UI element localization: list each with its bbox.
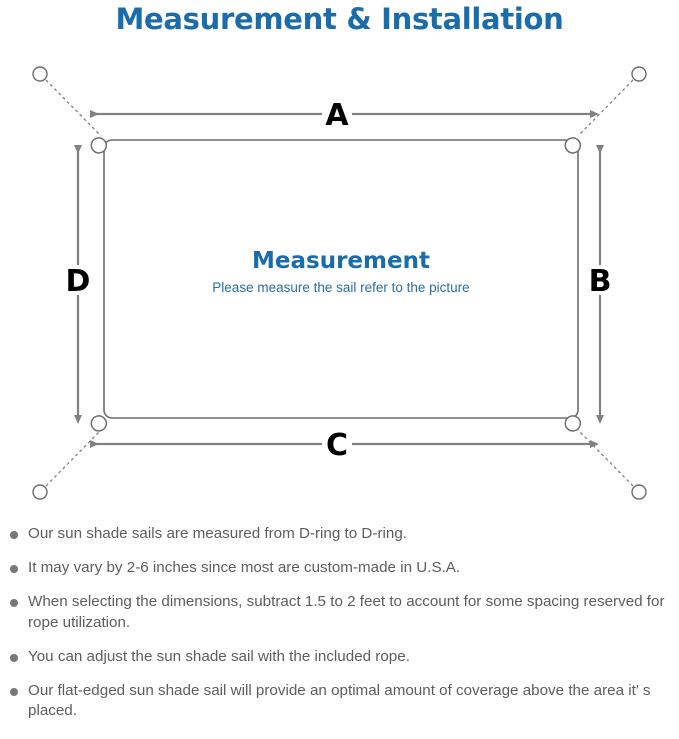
list-item: Our flat-edged sun shade sail will provi…: [0, 681, 679, 721]
shade-sail-body: [103, 139, 579, 419]
anchor-point-top-left: [32, 66, 48, 82]
anchor-points: [32, 66, 647, 500]
dimension-a-label: A: [325, 98, 349, 133]
bullet-icon: [10, 653, 18, 662]
anchor-point-bottom-right: [631, 484, 647, 500]
d-ring-top-right: [564, 137, 581, 154]
bullet-icon: [10, 599, 18, 608]
note-text: Our sun shade sails are measured from D-…: [28, 525, 407, 542]
note-text: It may vary by 2-6 inches since most are…: [28, 559, 461, 577]
dimension-b: B: [589, 145, 612, 424]
list-item: You can adjust the sun shade sail with t…: [0, 647, 679, 667]
dimension-c-label: C: [326, 428, 348, 463]
d-ring-top-left: [90, 137, 107, 154]
sail-measurement-diagram: A C D B Measurement Please me: [0, 52, 679, 514]
note-text: When selecting the dimensions, subtract …: [28, 593, 665, 631]
anchor-point-top-right: [631, 66, 647, 82]
bullet-icon: [10, 565, 18, 574]
dimension-c: C: [90, 428, 599, 463]
diagram-center-subtext: Please measure the sail refer to the pic…: [212, 280, 469, 295]
tether-line-bottom-right: [577, 429, 634, 487]
dimension-a: A: [90, 98, 599, 133]
dimension-d: D: [66, 145, 91, 424]
tether-line-bottom-left: [45, 429, 102, 487]
d-ring-bottom-right: [564, 415, 581, 432]
dimension-b-label: B: [589, 264, 612, 299]
d-ring-bottom-left: [90, 415, 107, 432]
anchor-point-bottom-left: [32, 484, 48, 500]
note-text: Our flat-edged sun shade sail will provi…: [28, 682, 651, 720]
note-text: You can adjust the sun shade sail with t…: [28, 647, 410, 665]
tether-line-top-right: [577, 79, 634, 137]
list-item: It may vary by 2-6 inches since most are…: [0, 558, 679, 578]
tether-line-top-left: [45, 79, 102, 137]
dimension-d-label: D: [66, 264, 91, 299]
bullet-icon: [10, 688, 18, 697]
diagram-center-heading: Measurement: [252, 248, 430, 274]
d-rings: [90, 137, 581, 432]
notes-list: Our sun shade sails are measured from D-…: [0, 524, 679, 736]
tether-lines: [45, 79, 634, 487]
list-item: Our sun shade sails are measured from D-…: [0, 524, 679, 544]
bullet-icon: [10, 531, 18, 539]
list-item: When selecting the dimensions, subtract …: [0, 592, 679, 632]
page-title: Measurement & Installation: [115, 2, 564, 36]
